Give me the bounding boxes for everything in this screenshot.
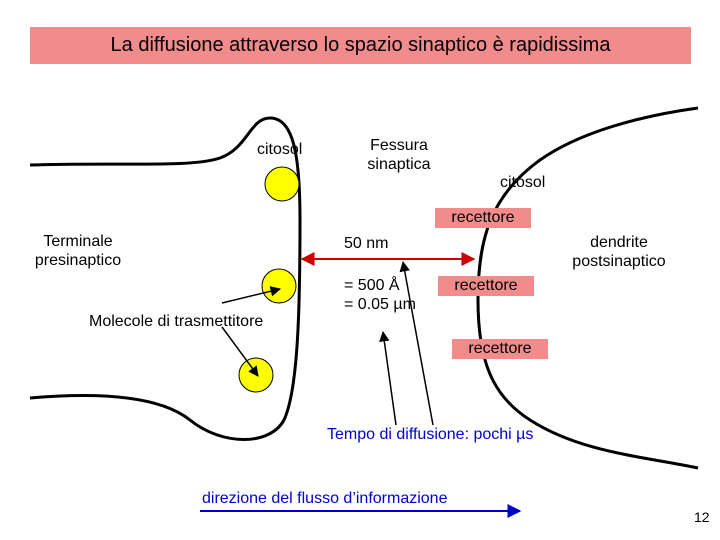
receptor-box: recettore xyxy=(452,339,548,359)
citosol-postsynaptic-label: citosol xyxy=(500,173,545,192)
terminale-presinaptico-label: Terminale presinaptico xyxy=(26,232,130,270)
dendrite-line1: dendrite xyxy=(562,233,676,252)
transmitter-molecule xyxy=(262,269,296,303)
dendrite-postsinaptico-label: dendrite postsinaptico xyxy=(562,233,676,271)
terminale-line2: presinaptico xyxy=(26,251,130,270)
page-number: 12 xyxy=(694,508,710,527)
terminale-line1: Terminale xyxy=(26,232,130,251)
distance-um-label: = 0.05 µm xyxy=(344,295,416,314)
fessura-line1: Fessura xyxy=(352,136,446,155)
transmitter-molecule xyxy=(265,167,299,201)
flow-direction-label: direzione del flusso d’informazione xyxy=(202,489,447,508)
diffusion-time-arrow xyxy=(403,262,433,425)
diffusion-time-arrow xyxy=(383,332,396,425)
transmitter-molecule xyxy=(239,358,273,392)
receptor-box: recettore xyxy=(438,276,534,296)
receptor-box: recettore xyxy=(435,208,531,228)
citosol-presynaptic-label: citosol xyxy=(257,140,302,159)
distance-nm-label: 50 nm xyxy=(344,234,388,253)
fessura-line2: sinaptica xyxy=(352,155,446,174)
fessura-sinaptica-label: Fessura sinaptica xyxy=(352,136,446,174)
dendrite-line2: postsinaptico xyxy=(562,252,676,271)
diffusion-time-label: Tempo di diffusione: pochi µs xyxy=(327,425,533,444)
distance-angstrom-label: = 500 Å xyxy=(344,276,400,295)
molecole-trasmettitore-label: Molecole di trasmettitore xyxy=(89,312,263,331)
